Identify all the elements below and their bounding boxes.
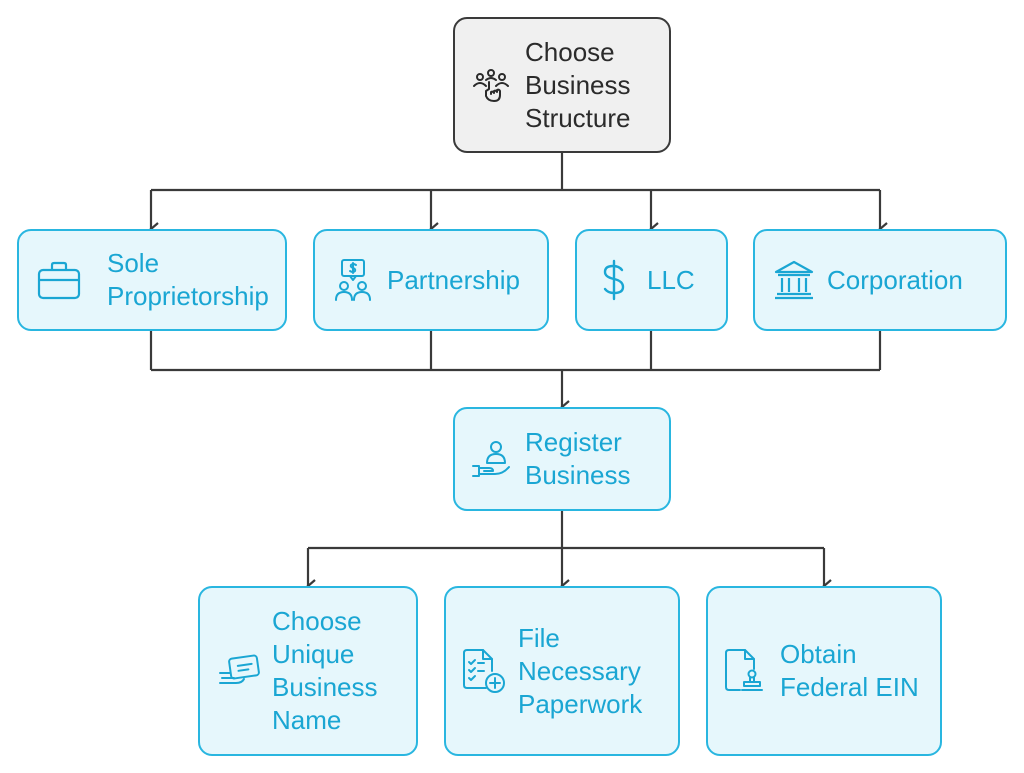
hand-person-icon bbox=[471, 438, 513, 480]
id-card-icon bbox=[218, 653, 260, 689]
node-label: Sole Proprietorship bbox=[107, 248, 269, 311]
node-label: Register Business bbox=[525, 427, 631, 490]
node-label: Choose Business Structure bbox=[525, 3, 631, 168]
node-corporation: Corporation bbox=[753, 229, 1007, 331]
node-label: Corporation bbox=[827, 264, 963, 295]
node-file-necessary-paperwork: File Necessary Paperwork bbox=[444, 586, 680, 756]
briefcase-icon bbox=[37, 260, 81, 300]
node-label: Choose Unique Business Name bbox=[272, 606, 378, 735]
node-llc: LLC bbox=[575, 229, 728, 331]
node-partnership: Partnership bbox=[313, 229, 549, 331]
stamp-document-icon bbox=[724, 648, 764, 694]
bank-building-icon bbox=[773, 259, 815, 301]
node-label: Obtain Federal EIN bbox=[780, 639, 919, 702]
node-choose-business-structure: Choose Business Structure bbox=[453, 17, 671, 153]
hand-pointing-people-icon bbox=[471, 65, 511, 105]
node-sole-proprietorship: Sole Proprietorship bbox=[17, 229, 287, 331]
partners-money-icon bbox=[333, 258, 373, 302]
node-label: Partnership bbox=[387, 264, 520, 295]
node-obtain-federal-ein: Obtain Federal EIN bbox=[706, 586, 942, 756]
document-add-icon bbox=[462, 648, 506, 694]
node-label: LLC bbox=[647, 264, 695, 295]
node-label: File Necessary Paperwork bbox=[518, 622, 643, 719]
node-register-business: Register Business bbox=[453, 407, 671, 511]
label-line: Choose Business Structure bbox=[525, 36, 631, 133]
node-choose-unique-business-name: Choose Unique Business Name bbox=[198, 586, 418, 756]
dollar-icon bbox=[601, 259, 627, 301]
